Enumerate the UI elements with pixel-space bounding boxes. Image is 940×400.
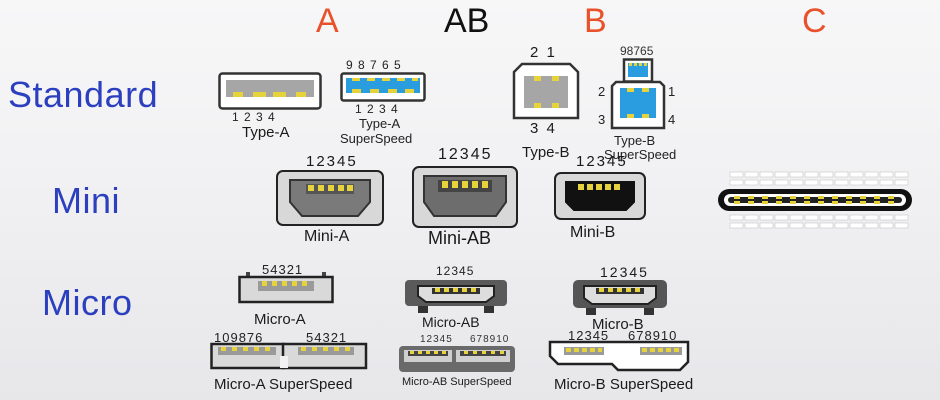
micro-ab-connector-icon <box>405 280 507 313</box>
type-a-pin-numbers: 1 2 3 4 <box>232 110 276 124</box>
column-header-c: C <box>802 2 827 40</box>
micro-ab-ss-pins-left: 12345 <box>420 334 453 345</box>
type-b-pins-top: 2 1 <box>530 44 557 61</box>
micro-ab-superspeed-connector-icon <box>399 346 515 372</box>
column-header-b: B <box>584 2 607 40</box>
type-a-ss-pins-bottom: 1 2 3 4 <box>355 102 399 116</box>
micro-a-connector-icon <box>238 272 334 304</box>
micro-ab-label: Micro-AB <box>422 314 480 330</box>
micro-a-ss-label: Micro-A SuperSpeed <box>214 376 353 393</box>
mini-a-connector-icon <box>276 170 384 226</box>
row-label-micro: Micro <box>42 282 133 323</box>
type-b-label: Type-B <box>522 144 570 161</box>
micro-ab-ss-label: Micro-AB SuperSpeed <box>402 376 512 388</box>
type-b-ss-pin-2: 2 <box>598 84 606 99</box>
type-a-superspeed-connector-icon <box>340 72 426 102</box>
mini-a-label: Mini-A <box>304 228 350 245</box>
mini-b-connector-icon <box>554 172 646 220</box>
type-a-ss-pins-top: 9 8 7 6 5 <box>346 58 402 72</box>
micro-b-ss-pins-right: 678910 <box>628 328 678 343</box>
mini-ab-connector-icon <box>412 166 518 228</box>
type-a-ss-label-line2: SuperSpeed <box>340 131 413 146</box>
type-b-ss-pin-3: 3 <box>598 112 606 127</box>
micro-b-superspeed-connector-icon <box>548 340 690 372</box>
type-a-label: Type-A <box>242 124 290 141</box>
micro-a-ss-pins-right: 54321 <box>306 330 348 345</box>
mini-a-pin-numbers: 12345 <box>306 153 358 170</box>
type-b-connector-icon <box>512 62 580 120</box>
micro-b-label: Micro-B <box>592 316 644 333</box>
micro-b-ss-label: Micro-B SuperSpeed <box>554 376 694 393</box>
micro-a-pin-numbers: 54321 <box>262 262 304 277</box>
mini-b-label: Mini-B <box>570 224 616 241</box>
micro-b-ss-pins-left: 12345 <box>568 328 610 343</box>
row-label-mini: Mini <box>52 180 121 221</box>
type-c-connector-icon <box>718 171 912 229</box>
type-b-ss-label-line1: Type-B <box>614 133 656 148</box>
mini-ab-pin-numbers: 12345 <box>438 146 493 163</box>
micro-ab-pin-numbers: 12345 <box>436 264 475 278</box>
type-b-ss-pin-4: 4 <box>668 112 676 127</box>
type-b-ss-label-line2: SuperSpeed <box>604 147 677 162</box>
mini-ab-label: Mini-AB <box>428 228 492 248</box>
type-a-ss-label-line1: Type-A <box>359 116 401 131</box>
column-header-ab: AB <box>444 2 490 40</box>
column-header-a: A <box>316 2 339 40</box>
row-label-standard: Standard <box>8 74 159 115</box>
type-b-pins-bottom: 3 4 <box>530 120 557 137</box>
micro-a-label: Micro-A <box>254 311 306 328</box>
micro-a-superspeed-connector-icon <box>210 342 368 370</box>
micro-a-ss-pins-left: 109876 <box>214 330 264 345</box>
micro-b-pin-numbers: 12345 <box>600 264 649 280</box>
micro-ab-ss-pins-right: 678910 <box>470 334 510 345</box>
type-a-connector-icon <box>218 72 322 110</box>
mini-b-pin-numbers: 12345 <box>576 153 628 170</box>
type-b-ss-pin-1: 1 <box>668 84 676 99</box>
type-b-superspeed-connector-icon <box>610 58 666 130</box>
micro-b-connector-icon <box>573 280 667 315</box>
type-b-ss-pins-top: 98765 <box>620 44 654 58</box>
